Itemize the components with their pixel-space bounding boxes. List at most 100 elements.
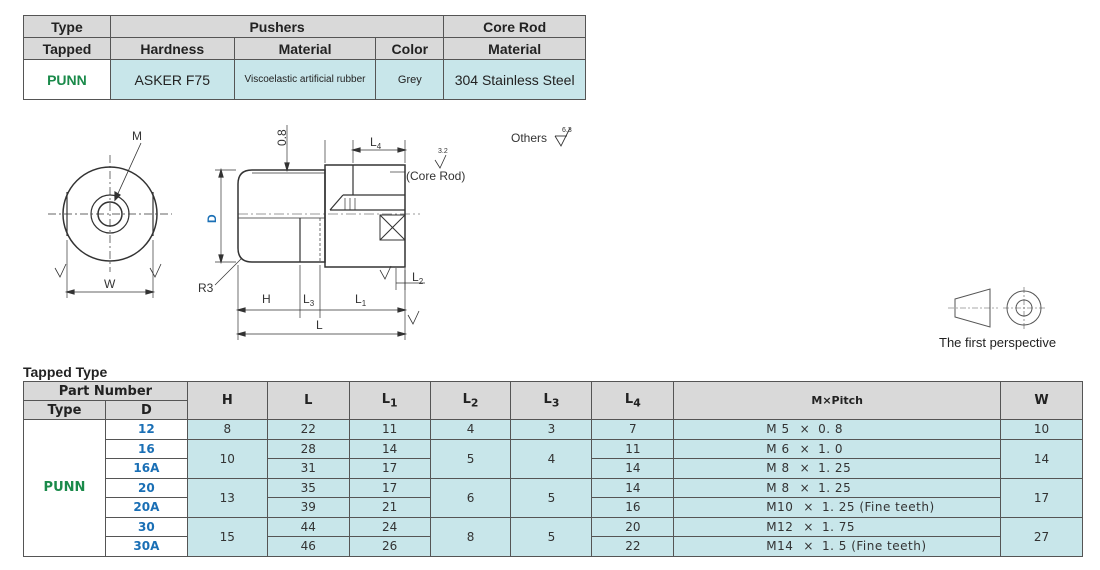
header-part-number: Part Number: [23, 381, 188, 401]
label-l3: L3: [303, 292, 315, 308]
roughness-label-top: 3.2: [438, 148, 448, 155]
l1-cell: 21: [348, 497, 431, 518]
l3-cell: 4: [510, 438, 593, 479]
l1-cell: 14: [348, 438, 431, 459]
m-pitch-cell: M14×1. 5 (Fine teeth): [673, 536, 1002, 557]
first-angle-projection-icon: [948, 287, 1045, 329]
l-cell: 28: [266, 438, 350, 459]
l1-cell: 17: [348, 458, 431, 479]
l-cell: 46: [266, 536, 350, 557]
l3-cell: 5: [510, 516, 593, 557]
l4-cell: 7: [591, 419, 675, 440]
m-pitch-cell: M 8×1. 25: [673, 458, 1002, 479]
w-cell: 10: [1000, 419, 1083, 440]
d-cell: 20A: [104, 497, 188, 518]
label-d: D: [205, 214, 219, 223]
front-view: [48, 142, 172, 298]
d-cell: 16A: [104, 458, 188, 479]
label-l1: L1: [355, 292, 367, 308]
spec-header-hardness: Hardness: [109, 37, 235, 60]
table-row: 30 15 44 24 8 5 20 M12×1. 75 27: [24, 516, 1083, 557]
l1-cell: 11: [348, 419, 431, 440]
h-cell: 10: [186, 438, 268, 479]
dimension-header-row-1: Part Number H L L1 L2 L3 L4 M×Pitch W: [23, 381, 1083, 420]
spec-header-row-1: Type Pushers Core Rod: [23, 15, 586, 38]
l4-cell: 20: [591, 516, 675, 537]
table-row: 16A 31 17 14 M 8×1. 25: [24, 458, 1083, 479]
label-r3: R3: [198, 281, 214, 295]
m-pitch-cell: M10×1. 25 (Fine teeth): [673, 497, 1002, 518]
spec-header-color: Color: [375, 37, 445, 60]
header-m-pitch: M×Pitch: [673, 381, 1002, 420]
l2-cell: 5: [429, 438, 512, 479]
header-l: L: [266, 381, 350, 420]
l4-cell: 16: [591, 497, 675, 518]
l1-cell: 26: [348, 536, 431, 557]
spec-material-value: Viscoelastic artificial rubber: [233, 59, 377, 100]
l-cell: 35: [266, 477, 350, 498]
label-l: L: [316, 318, 323, 332]
spec-header-tapped: Tapped: [23, 37, 111, 60]
l4-cell: 11: [591, 438, 675, 459]
table-row: 30A 46 26 22 M14×1. 5 (Fine teeth): [24, 536, 1083, 557]
spec-header-type: Type: [23, 15, 111, 38]
header-l3: L3: [510, 381, 593, 420]
d-cell: 30: [104, 516, 188, 537]
spec-table: Type Pushers Core Rod Tapped Hardness Ma…: [23, 15, 586, 100]
technical-drawing: M W: [48, 125, 1045, 340]
h-cell: 8: [186, 419, 268, 440]
spec-hardness-value: ASKER F75: [109, 59, 235, 100]
dimension-table: Part Number H L L1 L2 L3 L4 M×Pitch W Ty…: [23, 381, 1083, 557]
d-cell: 16: [104, 438, 188, 459]
spec-header-pushers: Pushers: [109, 15, 445, 38]
spec-header-row-2: Tapped Hardness Material Color Material: [23, 37, 586, 60]
header-type: Type: [23, 400, 106, 420]
l2-cell: 4: [429, 419, 512, 440]
side-view: [214, 125, 447, 340]
spec-header-core-rod: Core Rod: [443, 15, 586, 38]
table-row: PUNN 12 8 22 11 4 3 7 M 5×0. 8 10: [23, 419, 1083, 557]
l4-cell: 22: [591, 536, 675, 557]
l4-cell: 14: [591, 458, 675, 479]
l-cell: 22: [266, 419, 350, 440]
tapped-type-title: Tapped Type: [23, 364, 108, 380]
label-h: H: [262, 292, 271, 306]
label-l4: L4: [370, 135, 382, 151]
l3-cell: 3: [510, 419, 593, 440]
m-pitch-cell: M 6×1. 0: [673, 438, 1002, 459]
roughness-others-icon: [554, 127, 571, 147]
roughness-value-others: 6.3: [562, 127, 572, 134]
header-l2: L2: [429, 381, 512, 420]
others-label: Others: [511, 131, 548, 145]
label-0-8: 0.8: [275, 129, 289, 146]
label-w: W: [104, 277, 116, 291]
l1-cell: 17: [348, 477, 431, 498]
w-cell: 17: [1000, 477, 1083, 518]
l4-cell: 14: [591, 477, 675, 498]
spec-type-value: PUNN: [23, 59, 111, 100]
l3-cell: 5: [510, 477, 593, 518]
header-l4: L4: [591, 381, 675, 420]
spec-core-material-value: 304 Stainless Steel: [443, 59, 586, 100]
l2-cell: 6: [429, 477, 512, 518]
header-l1: L1: [348, 381, 431, 420]
table-row: 16 10 28 14 5 4 11 M 6×1. 0 14: [24, 438, 1083, 479]
header-d: D: [104, 400, 188, 420]
table-row: 20 13 35 17 6 5 14 M 8×1. 25 17: [24, 477, 1083, 518]
header-h: H: [186, 381, 268, 420]
header-w: W: [1000, 381, 1083, 420]
spec-header-core-material: Material: [443, 37, 586, 60]
l2-cell: 8: [429, 516, 512, 557]
spec-color-value: Grey: [375, 59, 445, 100]
dimension-header-row-2: Type D: [23, 400, 1083, 420]
l-cell: 44: [266, 516, 350, 537]
w-cell: 14: [1000, 438, 1083, 479]
d-cell: 20: [104, 477, 188, 498]
label-l2: L2: [412, 270, 424, 286]
l-cell: 31: [266, 458, 350, 479]
spec-data-row: PUNN ASKER F75 Viscoelastic artificial r…: [23, 59, 586, 100]
spec-header-material: Material: [233, 37, 377, 60]
m-pitch-cell: M 5×0. 8: [673, 419, 1002, 440]
first-perspective-label: The first perspective: [939, 335, 1057, 350]
l-cell: 39: [266, 497, 350, 518]
